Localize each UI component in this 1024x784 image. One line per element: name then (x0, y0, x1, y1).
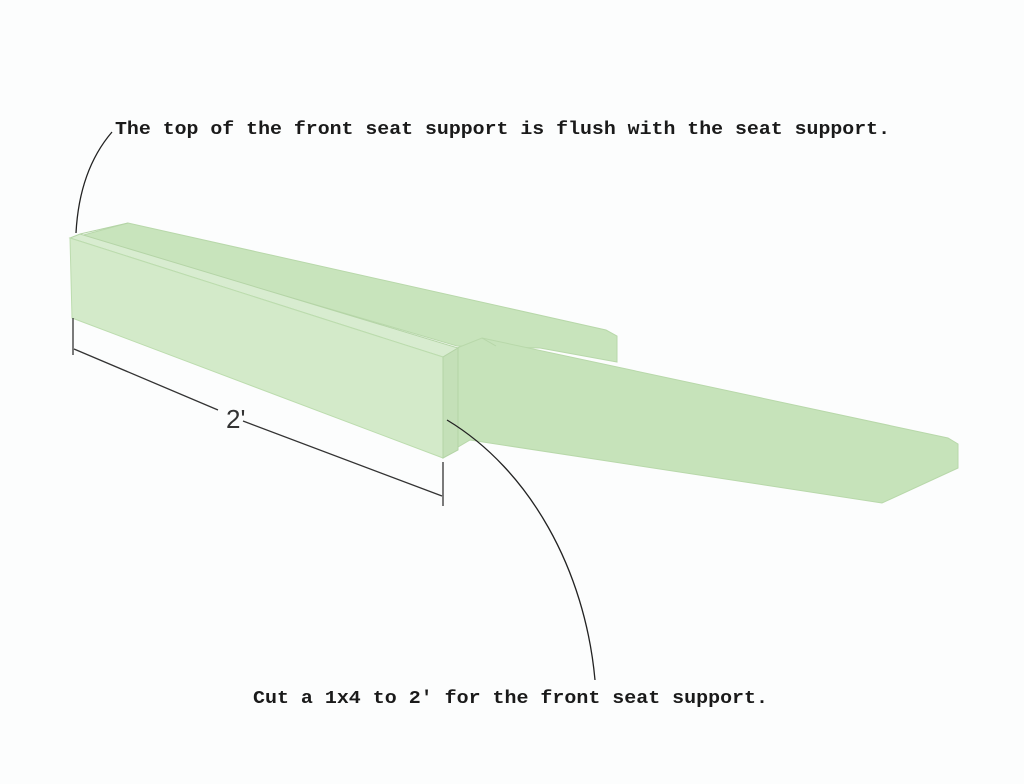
bottom-annotation: Cut a 1x4 to 2' for the front seat suppo… (253, 689, 768, 709)
dimension-label: 2' (226, 404, 245, 434)
side-board-edge (481, 337, 497, 347)
dimension-line (72, 318, 444, 506)
front-seat-support-end (442, 347, 459, 459)
bottom-leader-line (446, 419, 596, 681)
top-leader-line (75, 131, 113, 234)
top-annotation: The top of the front seat support is flu… (115, 120, 890, 140)
seat-support-side-board (451, 337, 959, 504)
back-board-edge (79, 222, 129, 235)
